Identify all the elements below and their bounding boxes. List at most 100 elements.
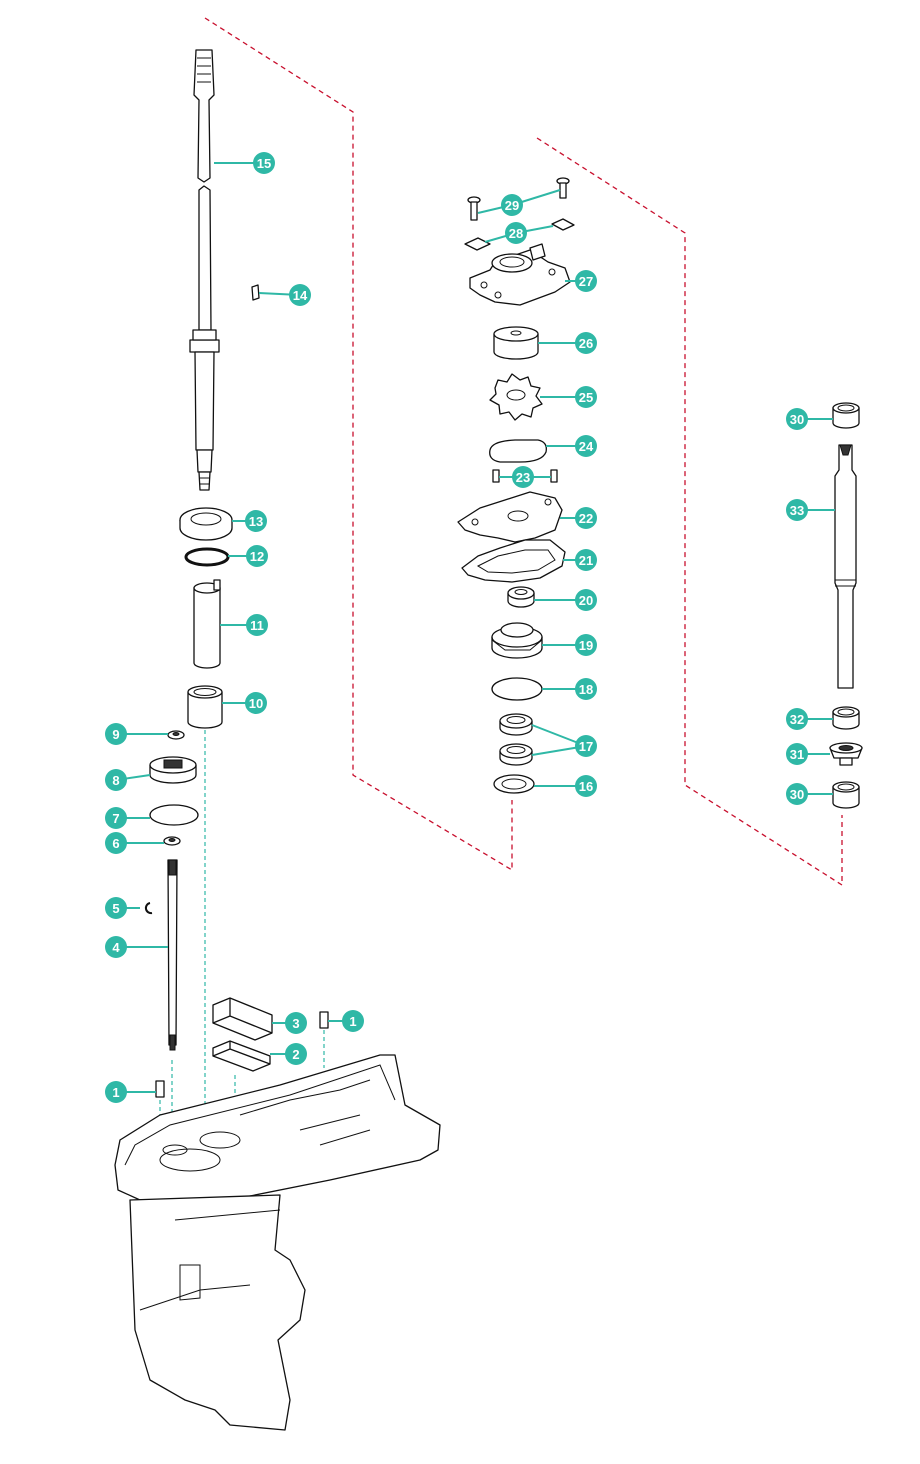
- callout-number: 29: [505, 198, 519, 213]
- callout-number: 1: [112, 1085, 119, 1100]
- callout-number: 27: [579, 274, 593, 289]
- callout-number: 24: [579, 439, 594, 454]
- callout-number: 17: [579, 739, 593, 754]
- callout-badge: [786, 408, 808, 430]
- callout-30: 30: [786, 783, 833, 805]
- callout-badge: [786, 783, 808, 805]
- callout-badge: [245, 510, 267, 532]
- callout-number: 30: [790, 787, 804, 802]
- gasket-21: [461, 539, 566, 583]
- callout-badge: [289, 284, 311, 306]
- callout-number: 19: [579, 638, 593, 653]
- washer-28-left: [464, 237, 491, 251]
- callout-number: 6: [112, 836, 119, 851]
- drive-shaft: [189, 49, 220, 491]
- callout-19: 19: [542, 634, 597, 656]
- callout-24: 24: [546, 435, 597, 457]
- callout-number: 8: [112, 773, 119, 788]
- callout-badge: [105, 769, 127, 791]
- callout-number: 26: [579, 336, 593, 351]
- callout-badge: [285, 1012, 307, 1034]
- callout-number: 20: [579, 593, 593, 608]
- callout-number: 25: [579, 390, 593, 405]
- washer-28-right: [551, 218, 575, 231]
- pin-1-right: [319, 1011, 329, 1029]
- callout-33: 33: [786, 499, 835, 521]
- callout-badge: [786, 743, 808, 765]
- gear-housing: [114, 1054, 441, 1431]
- insert-24: [489, 439, 547, 463]
- callout-number: 18: [579, 682, 593, 697]
- callout-badge: [575, 270, 597, 292]
- pin-14: [251, 284, 260, 301]
- callout-number: 13: [249, 514, 263, 529]
- callout-11: 11: [220, 614, 268, 636]
- washer-9: [167, 730, 185, 740]
- dowel-23-right: [550, 469, 558, 483]
- callout-9: 9: [105, 723, 168, 745]
- callout-number: 14: [293, 288, 308, 303]
- bushing-30-top: [832, 402, 860, 429]
- callout-6: 6: [105, 832, 164, 854]
- shift-cam-8: [149, 756, 197, 784]
- callout-badge: [575, 332, 597, 354]
- callout-badge: [575, 435, 597, 457]
- callout-layer: 1514131211109876543211292827262524232221…: [105, 152, 835, 1103]
- clip-5: [144, 902, 153, 915]
- callout-badge: [575, 634, 597, 656]
- callout-14: 14: [258, 284, 311, 306]
- callout-badge: [501, 194, 523, 216]
- callout-3: 3: [272, 1012, 307, 1034]
- pump-housing-27: [469, 243, 571, 306]
- group-lines: [204, 17, 843, 887]
- bushing-10: [187, 685, 223, 729]
- callout-badge: [105, 1081, 127, 1103]
- callout-number: 21: [579, 553, 593, 568]
- callout-badge: [786, 708, 808, 730]
- callout-badge: [105, 897, 127, 919]
- callout-badge: [575, 775, 597, 797]
- dowel-23-left: [492, 469, 500, 483]
- callout-number: 11: [250, 618, 264, 633]
- callout-5: 5: [105, 897, 140, 919]
- collar-32: [832, 706, 860, 730]
- callout-number: 16: [579, 779, 593, 794]
- callout-number: 31: [790, 747, 804, 762]
- pin-1-left: [155, 1080, 165, 1098]
- callout-22: 22: [560, 507, 597, 529]
- callout-badge: [245, 692, 267, 714]
- housing-19: [491, 622, 543, 659]
- group-line-water-pump: [536, 137, 843, 887]
- callout-25: 25: [540, 386, 597, 408]
- callout-16: 16: [534, 775, 597, 797]
- bushing-30-bottom: [832, 781, 860, 809]
- plate-3: [212, 997, 273, 1041]
- callout-number: 33: [790, 503, 804, 518]
- callout-badge: [575, 735, 597, 757]
- plate-2: [212, 1040, 271, 1072]
- callout-badge: [512, 466, 534, 488]
- ring-12: [184, 547, 230, 567]
- callout-number: 23: [516, 470, 530, 485]
- callout-1: 1: [105, 1081, 156, 1103]
- callout-4: 4: [105, 936, 168, 958]
- callout-26: 26: [538, 332, 597, 354]
- callout-13: 13: [232, 510, 267, 532]
- callout-21: 21: [563, 549, 597, 571]
- callout-20: 20: [534, 589, 597, 611]
- callout-badge: [342, 1010, 364, 1032]
- callout-18: 18: [542, 678, 597, 700]
- callout-badge: [786, 499, 808, 521]
- impeller-25: [489, 373, 543, 421]
- callout-12: 12: [228, 545, 268, 567]
- liner-26: [493, 326, 539, 360]
- callout-number: 15: [257, 156, 271, 171]
- callout-2: 2: [270, 1043, 307, 1065]
- callout-badge: [285, 1043, 307, 1065]
- callout-30: 30: [786, 408, 833, 430]
- callout-badge: [253, 152, 275, 174]
- callout-badge: [246, 614, 268, 636]
- callout-23: 23: [499, 466, 551, 488]
- group-line-driveshaft: [204, 17, 513, 872]
